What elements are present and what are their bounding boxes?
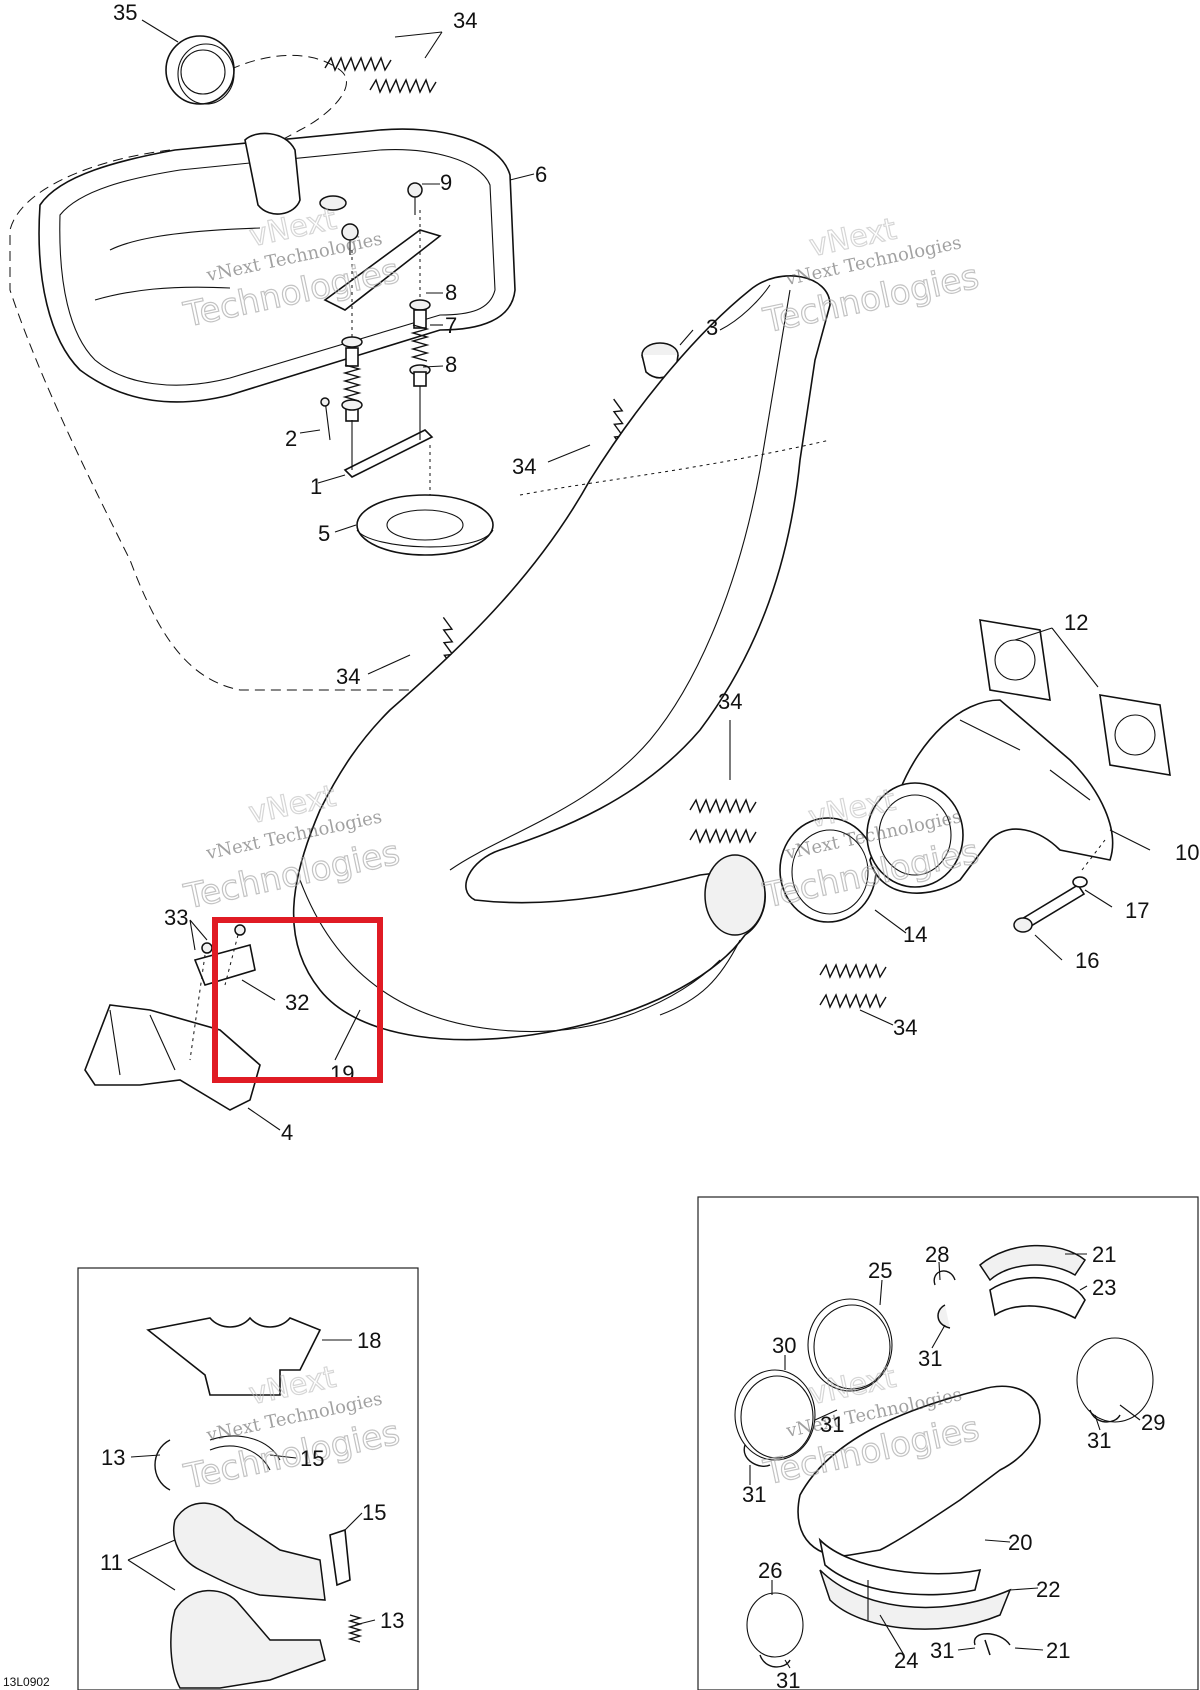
- callout-31-c: 31: [1087, 1428, 1111, 1453]
- figure-code: 13L0902: [3, 1675, 50, 1689]
- bracket-32-part: [189, 924, 256, 1061]
- washer-17-part: [1072, 839, 1106, 888]
- callout-8-upper: 8: [445, 280, 457, 305]
- ring-35-part: [165, 35, 235, 105]
- band-clamp-30-part: [734, 1369, 816, 1467]
- elbow-pipe-11-part: [170, 1502, 326, 1689]
- callout-13-lower: 13: [380, 1608, 404, 1633]
- callout-33: 33: [164, 905, 188, 930]
- leader-lines: [127, 19, 1151, 1669]
- callout-5: 5: [318, 521, 330, 546]
- callout-7: 7: [445, 313, 457, 338]
- callout-14: 14: [903, 922, 927, 947]
- callout-29: 29: [1141, 1410, 1165, 1435]
- callout-26: 26: [758, 1558, 782, 1583]
- inset-right-frame: [697, 1196, 1199, 1690]
- exhaust-pipe-20-part: [797, 1385, 1041, 1596]
- callout-13-upper: 13: [101, 1445, 125, 1470]
- grommet-5-part: [356, 494, 494, 556]
- exhaust-manifold-10-part: [866, 619, 1171, 894]
- clamp-28-part: [933, 1270, 956, 1329]
- callout-10: 10: [1175, 840, 1199, 865]
- callout-9: 9: [440, 170, 452, 195]
- callout-31-b: 31: [820, 1412, 844, 1437]
- callout-21-upper: 21: [1092, 1242, 1116, 1267]
- callout-4: 4: [281, 1120, 293, 1145]
- callout-3: 3: [706, 315, 718, 340]
- highlight-box: [212, 917, 383, 1083]
- callout-17: 17: [1125, 898, 1149, 923]
- band-clamp-29-part: [1076, 1337, 1154, 1423]
- callout-2: 2: [285, 426, 297, 451]
- callout-34-right: 34: [718, 689, 742, 714]
- callout-34-top: 34: [453, 8, 477, 33]
- callout-18: 18: [357, 1328, 381, 1353]
- callout-15-lower: 15: [362, 1500, 386, 1525]
- assembly-dashed-outline: [9, 54, 420, 691]
- bolt-16-part: [1013, 883, 1086, 933]
- heat-shield-18-part: [146, 1316, 322, 1396]
- seal-ring-14-part: [779, 817, 877, 923]
- callout-11: 11: [100, 1550, 123, 1575]
- clamp-21-bottom-part: [973, 1633, 1011, 1656]
- callout-12: 12: [1064, 610, 1088, 635]
- heat-shield-4-part: [84, 1004, 261, 1111]
- callout-31-d: 31: [742, 1482, 766, 1507]
- callout-35: 35: [113, 0, 137, 25]
- callout-22: 22: [1036, 1577, 1060, 1602]
- callout-1: 1: [310, 474, 322, 499]
- callout-16: 16: [1075, 948, 1099, 973]
- callout-30: 30: [772, 1333, 796, 1358]
- band-clamp-25-part: [807, 1298, 893, 1392]
- callout-25: 25: [868, 1258, 892, 1283]
- callout-24: 24: [894, 1648, 918, 1673]
- callout-8-lower: 8: [445, 352, 457, 377]
- callout-23: 23: [1092, 1275, 1116, 1300]
- exhaust-pipe-19-part: [292, 275, 831, 1041]
- callout-34-lower: 34: [336, 664, 360, 689]
- callout-31-e: 31: [930, 1638, 954, 1663]
- inset-left-frame: [77, 1267, 419, 1690]
- heat-shield-21-23-part: [979, 1244, 1087, 1320]
- callout-34-bottom: 34: [893, 1015, 917, 1040]
- heat-shield-22-part: [819, 1569, 1012, 1630]
- spring-34-top-part: [324, 56, 437, 94]
- callout-6: 6: [535, 162, 547, 187]
- callout-labels: 35 34 6 9 8 7 8 3 2 1 34 5 34 12 34 10 1…: [3, 0, 1199, 1690]
- spring-34-right-part: [689, 798, 887, 1009]
- callout-31-f: 31: [776, 1668, 800, 1690]
- callout-15-upper: 15: [300, 1446, 324, 1471]
- clamp-15-13-inset-part: [154, 1435, 363, 1643]
- band-clamp-26-part: [746, 1592, 804, 1668]
- mounting-bracket-part: [320, 182, 442, 535]
- muffler-6-part: [38, 128, 516, 403]
- watermark-top-right: vNext vNext Technologies Technologies: [759, 211, 983, 342]
- callout-21-lower: 21: [1046, 1638, 1070, 1663]
- callout-20: 20: [1008, 1530, 1032, 1555]
- callout-28: 28: [925, 1242, 949, 1267]
- callout-34-mid: 34: [512, 454, 536, 479]
- callout-32: 32: [285, 990, 309, 1015]
- callout-31-a: 31: [918, 1346, 942, 1371]
